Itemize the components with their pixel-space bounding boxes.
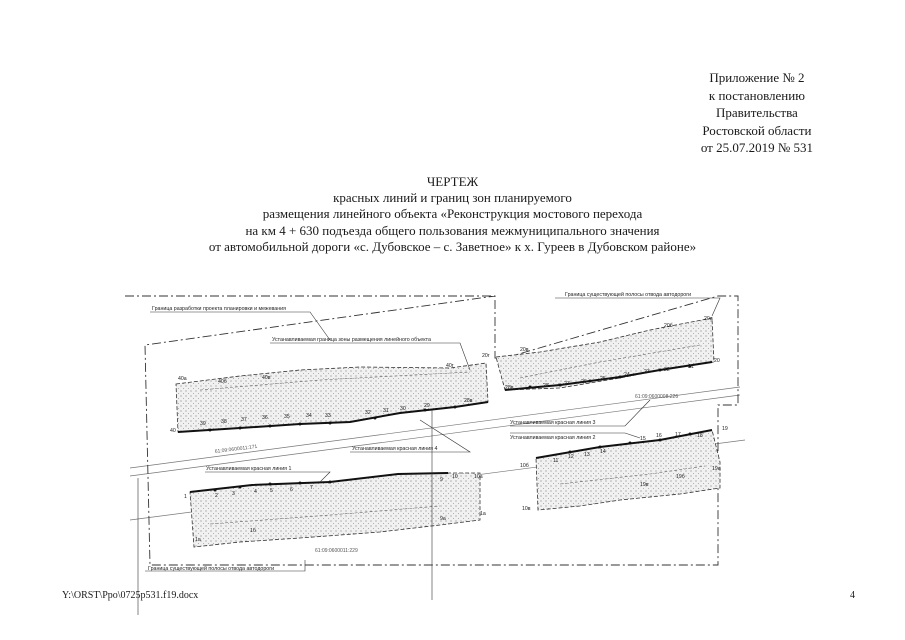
file-path: Y:\ORST\Ppo\0725p531.f19.docx xyxy=(62,590,199,601)
label-existing-strip-top: Граница существующей полосы отвода автод… xyxy=(565,291,691,298)
point-label: 30 xyxy=(400,406,406,412)
point-label: 14 xyxy=(600,449,606,455)
label-zone-boundary: Устанавливаемая граница зоны размещения … xyxy=(272,336,431,343)
point-label: 32 xyxy=(365,410,371,416)
title-line: красных линий и границ зон планируемого xyxy=(333,190,572,206)
point-label: 35 xyxy=(284,414,290,420)
point-label: 20в xyxy=(520,347,529,353)
point-label: 7 xyxy=(310,485,313,491)
point-label: 40г xyxy=(446,363,454,369)
point-label: 20а xyxy=(704,316,713,322)
point-label: 40в xyxy=(262,375,271,381)
point-label: 20г xyxy=(482,353,490,359)
point-markers xyxy=(208,364,692,492)
appendix-block: Приложение № 2 к постановлению Правитель… xyxy=(701,69,813,157)
cadastral-number: 61:09:0600011:229 xyxy=(315,548,358,554)
cadastral-number: 61:09:0600011:171 xyxy=(215,444,258,455)
point-label: 36 xyxy=(262,415,268,421)
point-label: 10а xyxy=(474,474,483,480)
planning-boundary xyxy=(125,295,739,566)
point-label: 27 xyxy=(564,381,570,387)
point-label: 2 xyxy=(215,493,218,499)
point-label: 40а xyxy=(178,376,187,382)
point-label: 10б xyxy=(520,463,529,469)
appendix-line: Правительства xyxy=(716,105,798,120)
point-label: 1а xyxy=(195,537,201,543)
point-label: 25 xyxy=(600,376,606,382)
point-label: 19 xyxy=(722,426,728,432)
point-label: 12 xyxy=(568,454,574,460)
point-label: 11 xyxy=(553,458,558,464)
point-label: 10в xyxy=(522,506,531,512)
point-label: 34 xyxy=(306,413,312,419)
point-label: 20б xyxy=(664,323,673,329)
label-planning-boundary: Граница разработки проекта планировки и … xyxy=(152,306,286,312)
point-label: 19в xyxy=(640,482,649,488)
point-label: 1 xyxy=(184,494,187,500)
point-label: 9 xyxy=(440,477,443,483)
point-label: 23 xyxy=(644,369,650,375)
point-label: 28в xyxy=(505,385,514,391)
appendix-line: от 25.07.2019 № 531 xyxy=(700,140,813,155)
point-label: 10 xyxy=(452,474,458,480)
drawing-title: ЧЕРТЕЖ красных линий и границ зон планир… xyxy=(0,174,905,255)
point-label: 31 xyxy=(383,408,389,414)
point-label: 40б xyxy=(218,379,227,385)
title-heading: ЧЕРТЕЖ xyxy=(426,174,479,189)
point-label: 28 xyxy=(543,383,549,389)
point-label: 3 xyxy=(232,491,235,497)
point-label: 39 xyxy=(200,421,206,427)
point-label: 17 xyxy=(675,432,681,438)
label-red-line-3: Устанавливаемая красная линия 3 xyxy=(510,420,595,426)
point-label: 4 xyxy=(254,489,257,495)
leader-lines xyxy=(137,297,721,615)
point-label: 26 xyxy=(581,379,587,385)
appendix-line: Ростовской области xyxy=(702,122,812,138)
appendix-line: к постановлению xyxy=(708,87,805,103)
point-label: 16 xyxy=(656,433,662,439)
point-label: 38 xyxy=(221,419,227,425)
page-number: 4 xyxy=(850,590,855,601)
point-label: 29 xyxy=(424,403,430,409)
label-existing-strip-bottom: Граница существующей полосы отвода автод… xyxy=(148,565,274,572)
title-line: на км 4 + 630 подъезда общего пользовани… xyxy=(245,222,660,238)
point-label: 28в xyxy=(464,398,473,404)
label-red-line-4: Устанавливаемая красная линия 4 xyxy=(352,446,437,452)
point-label: 24 xyxy=(624,372,630,378)
point-label: 37 xyxy=(241,417,247,423)
zone-left-bottom xyxy=(189,472,481,548)
point-label: 1б xyxy=(250,528,256,534)
point-label: 5 xyxy=(270,488,273,494)
point-label: 19б xyxy=(676,474,685,480)
point-label: 19а xyxy=(712,466,721,472)
point-label: 6 xyxy=(290,487,293,493)
title-line: от автомобильной дороги «с. Дубовское – … xyxy=(208,238,697,254)
point-label: 9а xyxy=(440,516,446,522)
title-line: размещения линейного объекта «Реконструк… xyxy=(262,206,643,222)
point-label: 33 xyxy=(325,413,331,419)
point-label: 18 xyxy=(697,433,703,439)
zone-right-bottom xyxy=(535,429,721,511)
point-label: 22 xyxy=(664,367,670,373)
point-label: 15 xyxy=(640,436,646,442)
cadastral-number: 61:09:0600008:226 xyxy=(635,394,678,400)
appendix-line: Приложение № 2 xyxy=(709,70,805,85)
point-label: 20 xyxy=(714,358,720,364)
point-label: 1а xyxy=(480,511,486,517)
label-red-line-1: Устанавливаемая красная линия 1 xyxy=(206,466,291,472)
point-label: 40 xyxy=(170,428,176,434)
point-label: 21 xyxy=(688,364,694,370)
point-label: 13 xyxy=(584,452,590,458)
internal-lines xyxy=(199,344,706,525)
label-red-line-2: Устанавливаемая красная линия 2 xyxy=(510,435,595,441)
